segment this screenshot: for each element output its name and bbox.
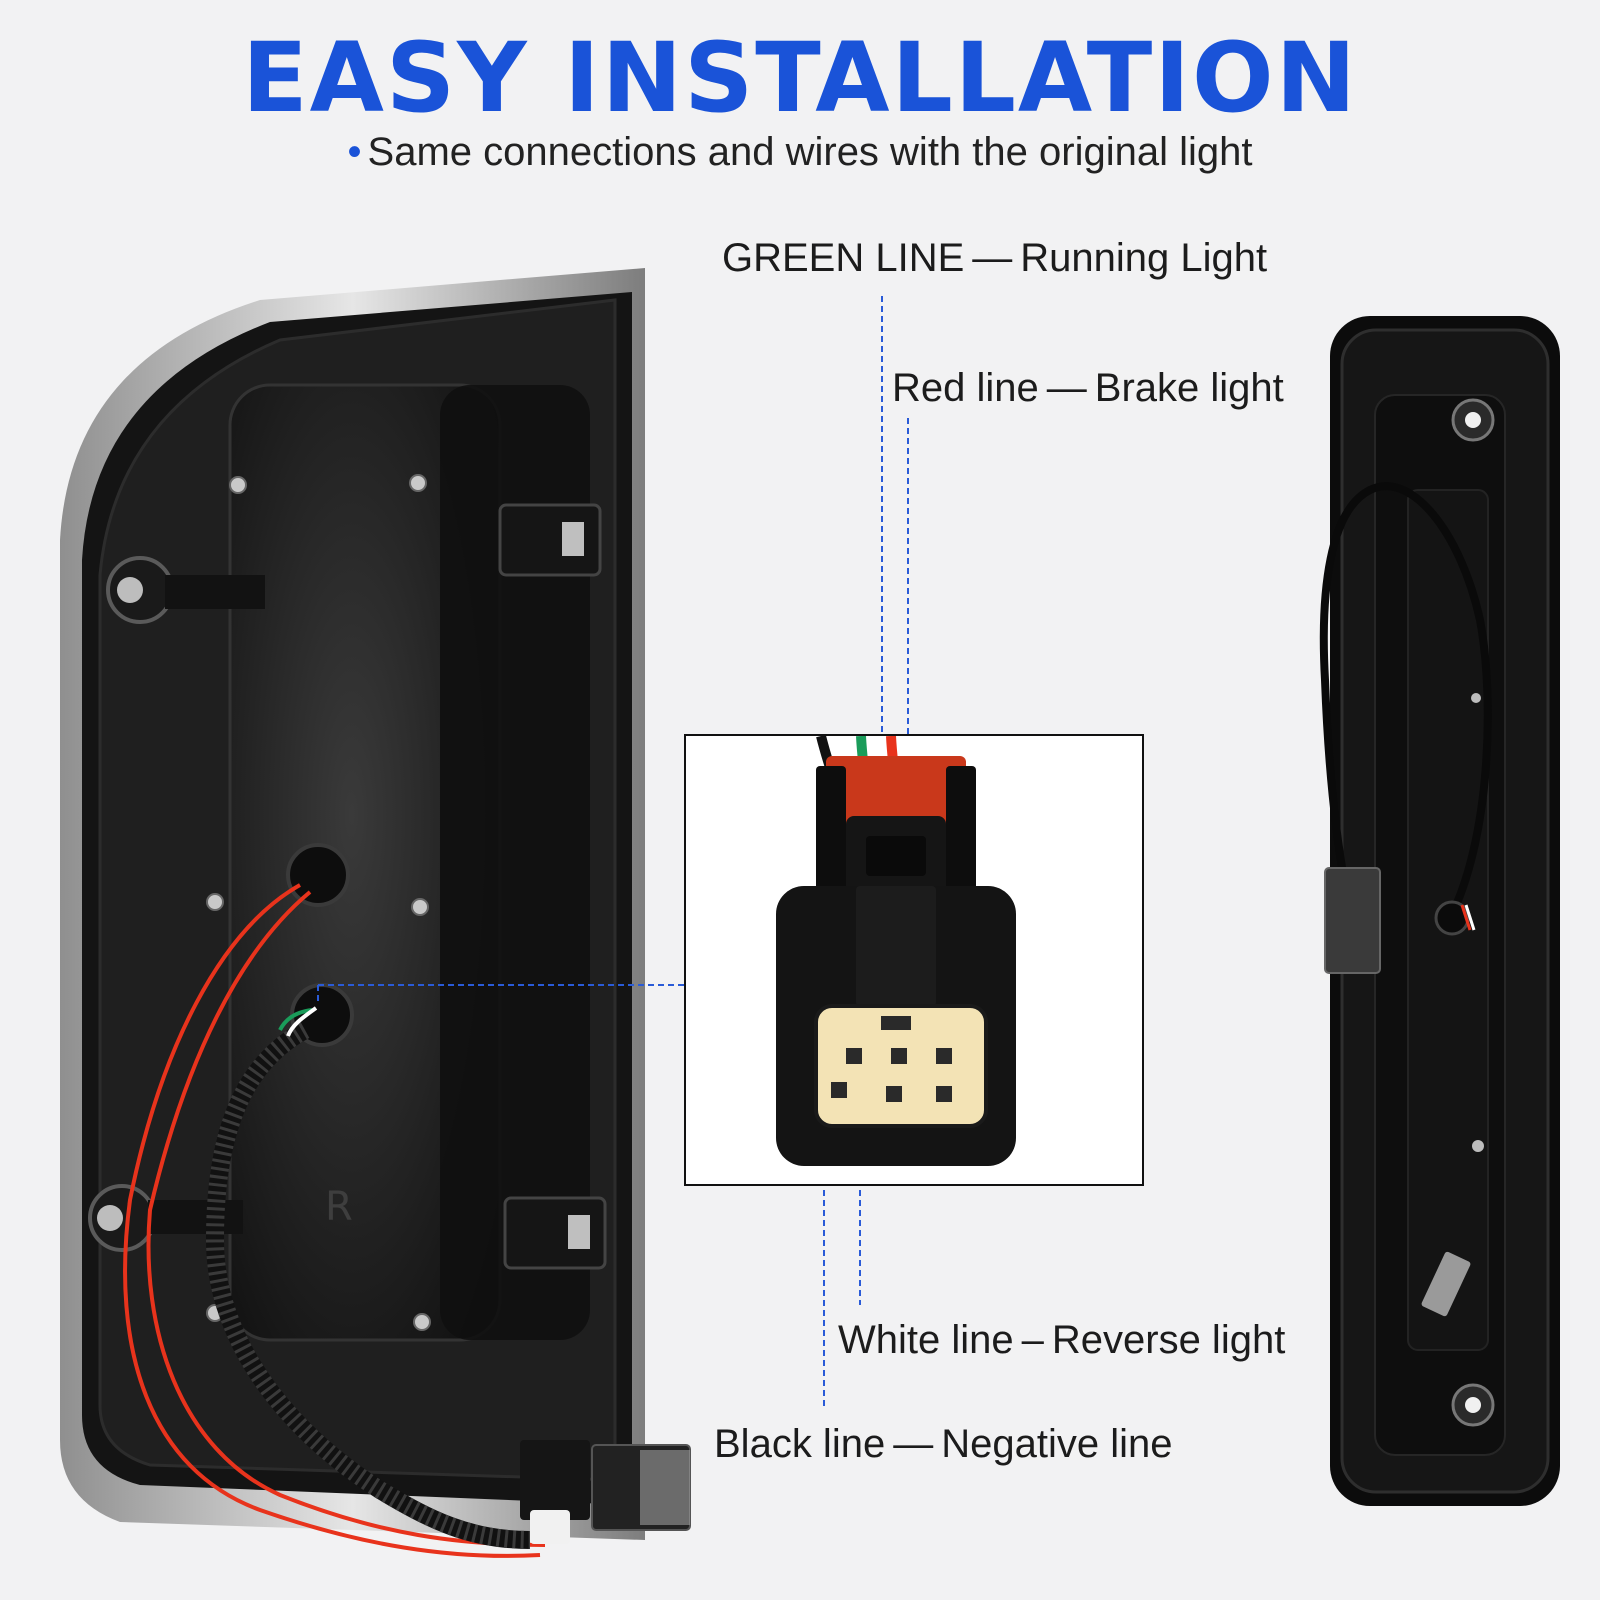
label-green-name: GREEN LINE (722, 236, 965, 280)
bullet-icon: • (347, 130, 362, 174)
harness-connector (520, 1440, 691, 1544)
label-red-line: Red line—Brake light (892, 366, 1284, 411)
label-dash: — (972, 236, 1013, 280)
label-red-name: Red line (892, 366, 1039, 410)
connector-closeup (684, 734, 1144, 1186)
back-plate: R (228, 383, 590, 1342)
mounting-stud-top (106, 556, 265, 624)
grommet-upper (286, 843, 350, 907)
label-black-desc: Negative line (941, 1422, 1173, 1466)
label-black-line: Black line—Negative line (714, 1422, 1172, 1467)
mounting-stud-bottom (88, 1184, 243, 1252)
retaining-clip-top (498, 503, 602, 577)
wiring-harness (123, 883, 546, 1558)
label-dash: — (893, 1422, 934, 1466)
label-white-name: White line (838, 1318, 1014, 1362)
connector-illustration (776, 734, 1016, 1166)
subtitle-text: Same connections and wires with the orig… (367, 130, 1253, 174)
label-green-line: GREEN LINE—Running Light (722, 236, 1267, 281)
label-green-desc: Running Light (1020, 236, 1268, 280)
page-title: EASY INSTALLATION (242, 22, 1358, 134)
label-dash: – (1021, 1318, 1044, 1362)
retaining-clip-bottom (503, 1196, 607, 1270)
side-bar-light (1319, 316, 1560, 1506)
label-white-line: White line–Reverse light (838, 1318, 1285, 1363)
subtitle: •Same connections and wires with the ori… (0, 130, 1600, 175)
label-white-desc: Reverse light (1051, 1318, 1286, 1362)
label-dash: — (1046, 366, 1087, 410)
label-black-name: Black line (714, 1422, 886, 1466)
label-red-desc: Brake light (1094, 366, 1284, 410)
part-mark: R (325, 1184, 353, 1230)
